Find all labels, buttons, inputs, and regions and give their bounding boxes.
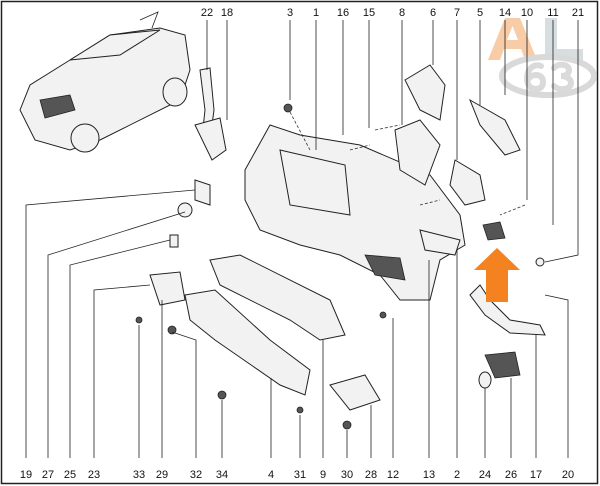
clip-25	[169, 234, 179, 248]
callout-2: 2	[454, 469, 460, 481]
cap-24	[478, 371, 492, 389]
callout-18: 18	[221, 7, 233, 19]
bottom-leader-lines	[25, 189, 569, 458]
clip-34	[217, 390, 227, 400]
callout-24: 24	[479, 469, 491, 481]
screw-33	[135, 316, 143, 324]
callout-3: 3	[287, 7, 293, 19]
watermark-letter-l	[545, 18, 583, 60]
callout-1: 1	[313, 7, 319, 19]
watermark-letter-a	[488, 18, 537, 60]
callout-4: 4	[268, 469, 274, 481]
bracket-18	[194, 117, 227, 161]
callout-23: 23	[88, 469, 100, 481]
callout-8: 8	[399, 7, 405, 19]
clip-3	[283, 103, 293, 113]
screw-31	[296, 406, 304, 414]
bracket-19	[194, 179, 211, 206]
nut-30	[342, 420, 352, 430]
energy-absorber-9	[209, 254, 346, 341]
callout-6: 6	[430, 7, 436, 19]
callout-31: 31	[294, 469, 306, 481]
callout-12: 12	[387, 469, 399, 481]
watermark-logo	[488, 18, 597, 98]
air-guide-6	[404, 64, 446, 121]
screw-12	[379, 311, 387, 319]
bottom-callout-labels: 19 27 25 23 33 29 32 34 4 31 9 30 28 12 …	[20, 469, 574, 481]
bracket-7	[449, 159, 486, 206]
grille-insert-11	[482, 221, 506, 241]
callout-10: 10	[521, 7, 533, 19]
clip-21	[535, 257, 545, 267]
callout-34: 34	[216, 469, 228, 481]
bracket-28	[329, 374, 381, 411]
bracket-5	[469, 98, 521, 156]
callout-30: 30	[341, 469, 353, 481]
fog-lamp-trim-26	[484, 351, 521, 379]
callout-27: 27	[42, 469, 54, 481]
assembly-dashes	[289, 111, 526, 216]
callout-19: 19	[20, 469, 32, 481]
callout-13: 13	[423, 469, 435, 481]
bracket-23	[149, 271, 186, 306]
top-callout-labels: 22 18 3 1 16 15 8 6 7 5 14 10 11 21	[201, 7, 584, 19]
callout-16: 16	[337, 7, 349, 19]
nut-32	[167, 325, 177, 335]
callout-11: 11	[547, 7, 558, 19]
callout-15: 15	[363, 7, 375, 19]
callout-14: 14	[499, 7, 511, 19]
callout-5: 5	[477, 7, 483, 19]
cap-27	[177, 202, 193, 218]
car-illustration	[19, 11, 191, 153]
reinforcement-beam-4	[184, 289, 311, 396]
callout-32: 32	[190, 469, 202, 481]
callout-9: 9	[320, 469, 326, 481]
callout-28: 28	[365, 469, 377, 481]
callout-17: 17	[530, 469, 542, 481]
top-leader-lines	[206, 20, 579, 263]
callout-20: 20	[562, 469, 574, 481]
trim-strip-17	[469, 284, 546, 336]
watermark-oval	[499, 54, 597, 98]
callout-7: 7	[454, 7, 460, 19]
callout-25: 25	[64, 469, 76, 481]
callout-29: 29	[156, 469, 168, 481]
callout-26: 26	[505, 469, 517, 481]
callout-22: 22	[201, 7, 213, 19]
callout-21: 21	[572, 7, 584, 19]
bracket-8	[394, 119, 441, 186]
highlight-arrow	[474, 248, 520, 302]
callout-33: 33	[133, 469, 145, 481]
